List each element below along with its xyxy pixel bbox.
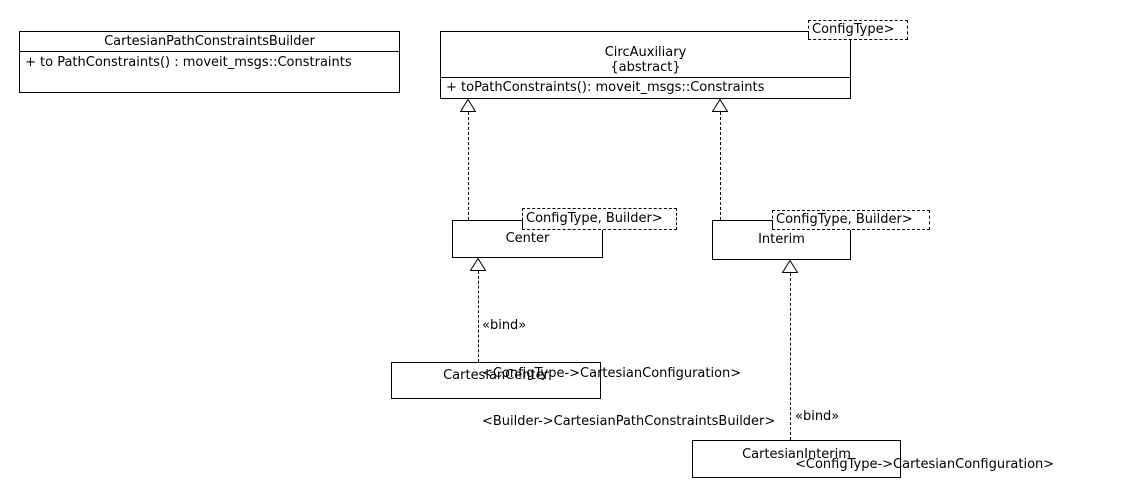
template-params-box-interim: ConfigType, Builder> xyxy=(772,210,930,230)
class-box-cartesian-interim: CartesianInterim xyxy=(692,440,901,478)
bind-label-cartesian-center: «bind» <ConfigType->CartesianConfigurati… xyxy=(482,286,775,462)
class-name: Center xyxy=(505,231,550,246)
dashed-line-cartesiancenter-to-center xyxy=(478,271,479,362)
dashed-line-interim-to-circauxiliary xyxy=(720,112,721,220)
class-box-cartesian-center: CartesianCenter xyxy=(391,362,601,399)
bind-stereotype: «bind» xyxy=(482,318,527,333)
bind-line: <Builder->CartesianPathConstraintsBuilde… xyxy=(482,414,776,429)
class-method: + toPathConstraints(): moveit_msgs::Cons… xyxy=(446,80,765,95)
bind-line: <ConfigType->CartesianConfiguration> xyxy=(482,366,742,381)
corner-tick xyxy=(522,220,523,230)
class-box-interim: Interim xyxy=(712,220,851,260)
bind-line: <ConfigType->CartesianConfiguration> xyxy=(795,457,1055,472)
class-name: Interim xyxy=(758,232,805,247)
realization-arrowhead-interim-to-circauxiliary xyxy=(712,99,728,112)
realization-arrowhead-center-to-circauxiliary xyxy=(460,99,476,112)
bind-arrowhead-cartesianinterim-to-interim xyxy=(782,260,798,273)
class-name: CartesianCenter xyxy=(443,368,549,383)
class-name: CircAuxiliary xyxy=(604,45,687,60)
corner-tick xyxy=(808,31,809,40)
template-params-text: ConfigType> xyxy=(812,22,895,37)
template-params-box-circ-auxiliary: ConfigType> xyxy=(808,20,908,40)
class-box-cartesian-path-constraints-builder: CartesianPathConstraintsBuilder + to Pat… xyxy=(19,31,400,93)
class-stereotype: {abstract} xyxy=(610,60,681,75)
dashed-line-center-to-circauxiliary xyxy=(468,112,469,220)
dashed-line-cartesianinterim-to-interim xyxy=(790,273,791,440)
bind-arrowhead-cartesiancenter-to-center xyxy=(470,258,486,271)
bind-stereotype: «bind» xyxy=(795,409,840,424)
bind-label-cartesian-interim: «bind» <ConfigType->CartesianConfigurati… xyxy=(795,377,1088,500)
corner-tick xyxy=(772,220,773,230)
template-params-text: ConfigType, Builder> xyxy=(526,211,663,226)
template-params-text: ConfigType, Builder> xyxy=(776,212,913,227)
class-name: CartesianInterim xyxy=(742,447,851,462)
class-name: CartesianPathConstraintsBuilder xyxy=(20,32,399,52)
class-box-circ-auxiliary: CircAuxiliary {abstract} + toPathConstra… xyxy=(440,31,851,99)
template-params-box-center: ConfigType, Builder> xyxy=(522,208,677,230)
class-method: + to PathConstraints() : moveit_msgs::Co… xyxy=(25,55,352,70)
